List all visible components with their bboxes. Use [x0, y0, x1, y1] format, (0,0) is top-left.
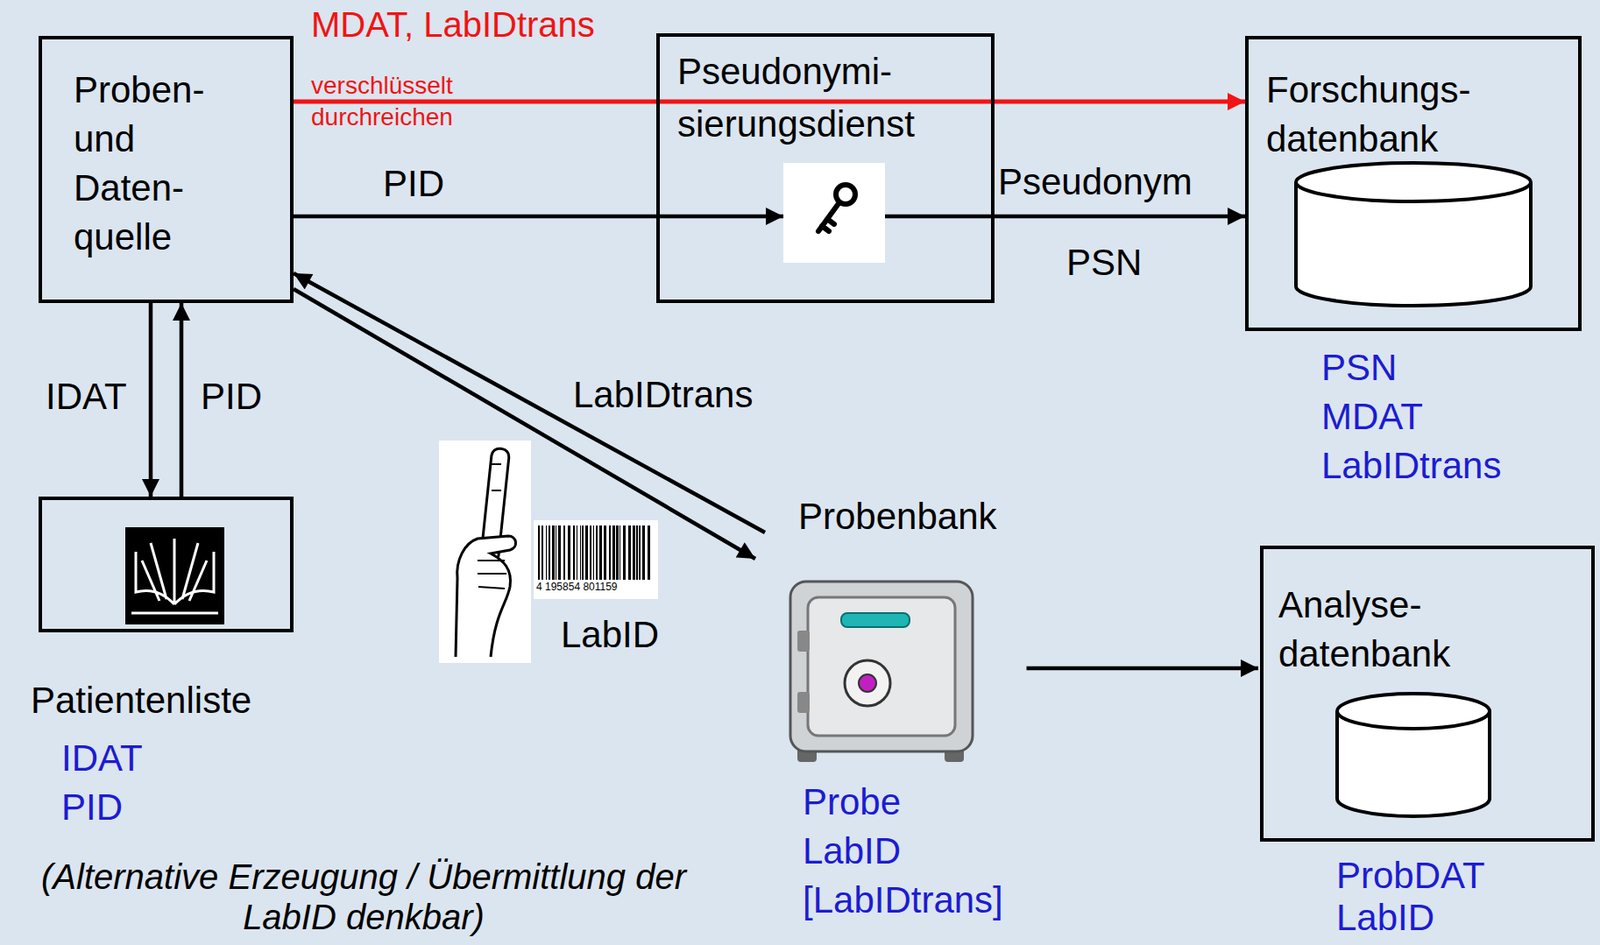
tube-marks	[490, 464, 502, 491]
edge-label: MDAT, LabIDtrans	[311, 3, 595, 46]
bar	[632, 525, 636, 581]
hand-frame	[438, 440, 531, 664]
safe-body	[790, 581, 973, 752]
data-field: MDAT	[1321, 392, 1424, 442]
bar	[628, 525, 631, 581]
bar	[573, 525, 575, 581]
bar	[636, 525, 638, 581]
data-field: LabID	[1336, 897, 1435, 940]
bar	[603, 525, 607, 581]
data-field: Probe	[802, 778, 901, 828]
safe-door	[807, 597, 956, 737]
barcode-ground	[533, 520, 659, 600]
bar	[563, 525, 566, 581]
connector-arrow	[148, 303, 154, 497]
safe-hinge	[797, 692, 810, 714]
edge-label: LabID	[560, 610, 659, 660]
book-icon	[125, 527, 225, 625]
source-box: Proben- und Daten- quelle	[38, 35, 294, 304]
bar	[548, 525, 551, 581]
bar	[642, 525, 645, 581]
bar	[581, 525, 584, 581]
bar	[619, 525, 621, 581]
data-field: ProbDAT	[1336, 855, 1486, 898]
bar	[545, 525, 547, 581]
connector-arrow	[1026, 666, 1259, 672]
data-field: [LabIDtrans]	[802, 876, 1004, 926]
node-text: Pseudonymi- sierungsdienst	[677, 45, 915, 151]
note-label: verschlüsselt durchreichen	[311, 70, 454, 134]
data-field: PSN	[1321, 343, 1397, 393]
bar	[638, 525, 641, 581]
bar	[576, 525, 578, 581]
edge-label: Pseudonym	[998, 157, 1193, 207]
key-frame	[783, 162, 885, 263]
node-text: Proben- und Daten- quelle	[73, 65, 205, 262]
bar	[585, 525, 588, 581]
edge-label: LabIDtrans	[569, 373, 757, 418]
patient-list-box: Patientenliste	[38, 496, 294, 633]
database-box: Analyse- datenbank	[1260, 545, 1595, 843]
bar	[593, 525, 595, 581]
barcode	[533, 520, 659, 600]
node-text: Analyse- datenbank	[1278, 580, 1451, 680]
data-field: LabIDtrans	[1321, 441, 1501, 491]
bar	[552, 525, 555, 581]
bar	[595, 525, 598, 581]
node-text: Probenbank	[798, 492, 998, 542]
connector-arrow	[293, 273, 765, 533]
fingers	[477, 560, 507, 589]
barcode-bars	[538, 525, 651, 581]
bar	[589, 525, 592, 581]
database-cylinder	[1295, 162, 1531, 306]
book-ground	[125, 527, 225, 625]
edge-label: IDAT	[45, 372, 128, 422]
bar	[599, 525, 602, 581]
node-text: Forschungs- datenbank	[1266, 65, 1471, 164]
bar	[623, 525, 626, 581]
safe-icon	[790, 581, 973, 763]
data-field: IDAT	[61, 734, 143, 784]
cylinder-top	[1295, 162, 1531, 202]
service-box: Pseudonymi- sierungsdienst	[656, 33, 995, 304]
edge-label: PID	[200, 372, 262, 422]
key-shaft	[818, 202, 840, 232]
bar	[612, 525, 616, 581]
database-box: Forschungs- datenbank	[1245, 35, 1582, 332]
connector-arrow	[293, 99, 1246, 105]
bar	[615, 525, 619, 581]
bar	[608, 525, 611, 581]
connector-arrow	[179, 303, 185, 497]
safe-dial-center	[858, 674, 877, 693]
bar	[538, 525, 540, 581]
note-label: 4 195854 801159	[536, 580, 618, 595]
data-field: PID	[61, 783, 123, 833]
note-label: PSN	[1066, 238, 1142, 288]
hand	[455, 536, 517, 658]
safe-handle	[841, 613, 910, 628]
connector-arrow	[293, 289, 756, 560]
bar	[541, 525, 544, 581]
node-text: Patientenliste	[30, 676, 252, 726]
cylinder-top	[1337, 693, 1490, 730]
bar	[647, 525, 651, 581]
safe-hinge	[797, 630, 810, 652]
connector-arrow	[293, 214, 784, 220]
connector-arrow	[884, 214, 1246, 220]
hand-with-tube	[438, 440, 531, 664]
bar	[558, 525, 561, 581]
key-icon	[783, 162, 885, 263]
bar	[555, 525, 557, 581]
bar	[567, 525, 571, 581]
book-pages	[131, 538, 219, 614]
database-cylinder	[1337, 693, 1490, 817]
bar	[580, 525, 581, 581]
sample-bank: Probenbank	[784, 490, 1010, 768]
note-label: (Alternative Erzeugung / Übermittlung de…	[17, 856, 710, 938]
safe-dial	[844, 660, 891, 707]
data-field: LabID	[802, 827, 901, 877]
edge-label: PID	[382, 159, 445, 209]
